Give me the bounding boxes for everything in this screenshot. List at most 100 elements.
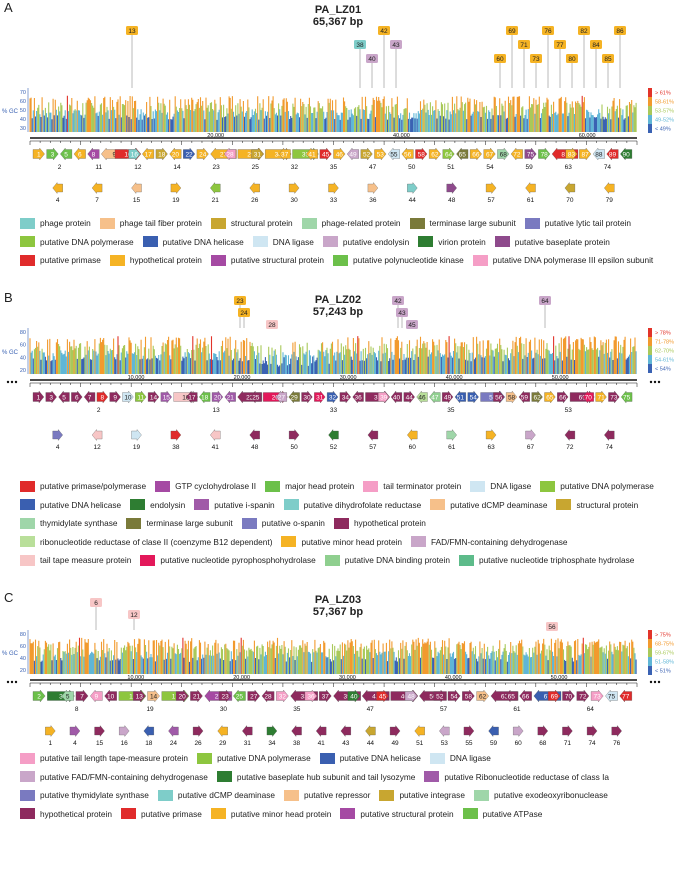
gene-number: 59 bbox=[490, 740, 498, 747]
callout-number: 77 bbox=[556, 42, 564, 49]
gene-number: 8 bbox=[75, 706, 79, 713]
gene-arrow bbox=[389, 725, 401, 737]
gene-number: 15 bbox=[163, 395, 171, 402]
legend-item: putative baseplate protein bbox=[494, 234, 610, 250]
gene-number: 5 bbox=[66, 694, 70, 701]
gene-arrow bbox=[608, 390, 620, 404]
gene-number: 75 bbox=[608, 694, 616, 701]
gene-number: 62 bbox=[479, 694, 487, 701]
gene-number: 26 bbox=[272, 395, 280, 402]
gene-arrow bbox=[199, 390, 211, 404]
gene-number: 4 bbox=[73, 740, 77, 747]
gene-arrow bbox=[251, 147, 264, 161]
gene-number: 52 bbox=[363, 152, 371, 159]
legend-swatch bbox=[155, 480, 171, 492]
gene-legend-b: putative primase/polymerase GTP cyclohydr… bbox=[20, 478, 670, 571]
gene-number: 35 bbox=[447, 407, 455, 414]
gene-number: 15 bbox=[96, 740, 104, 747]
legend-label: putative integrase bbox=[399, 790, 465, 800]
gene-number: 71 bbox=[597, 395, 605, 402]
gene-number: 61 bbox=[513, 706, 521, 713]
legend-label: putative primase/polymerase bbox=[40, 481, 147, 491]
gene-number: 22 bbox=[215, 694, 223, 701]
callout-number: 13 bbox=[128, 28, 136, 35]
gc-bar-set bbox=[31, 115, 629, 132]
gene-number: 29 bbox=[219, 740, 227, 747]
legend-label: GTP cyclohydrolase II bbox=[175, 481, 257, 491]
gc-bin-label: 58-61% bbox=[655, 100, 674, 106]
gene-arrow bbox=[61, 689, 74, 703]
gene-number: 48 bbox=[251, 444, 259, 451]
legend-item: putative structural protein bbox=[210, 252, 324, 268]
legend-item: putative primase bbox=[120, 806, 202, 822]
gene-arrow bbox=[314, 390, 326, 404]
gene-number: 14 bbox=[150, 395, 158, 402]
gene-number: 52 bbox=[330, 444, 338, 451]
gene-number: 30 bbox=[220, 706, 228, 713]
legend-item: tail tape measure protein bbox=[20, 552, 131, 568]
gene-number: 50 bbox=[290, 444, 298, 451]
gene-arrow bbox=[565, 147, 578, 161]
gene-arrow bbox=[192, 725, 204, 737]
callout-box bbox=[396, 308, 408, 317]
gene-arrow bbox=[196, 147, 209, 161]
legend-item: DNA ligase bbox=[429, 750, 491, 766]
legend-item: putative exodeoxyribonuclease bbox=[473, 787, 608, 803]
gene-number: 42 bbox=[372, 694, 380, 701]
gene-arrow bbox=[58, 390, 70, 404]
legend-swatch bbox=[20, 789, 35, 801]
gene-number: 27 bbox=[250, 694, 258, 701]
gene-arrow bbox=[531, 390, 543, 404]
gene-number: 53 bbox=[441, 740, 449, 747]
legend-item: phage-related protein bbox=[301, 215, 401, 231]
legend-label: putative DNA binding protein bbox=[344, 555, 450, 565]
gene-arrow bbox=[367, 429, 379, 441]
gene-arrow bbox=[604, 182, 615, 194]
legend-item: hypothetical protein bbox=[333, 515, 426, 531]
gene-number: 35 bbox=[330, 164, 338, 171]
gene-number: 39 bbox=[302, 152, 310, 159]
gene-number: 76 bbox=[613, 740, 621, 747]
gene-number: 87 bbox=[582, 152, 590, 159]
gene-arrow bbox=[524, 147, 537, 161]
legend-label: putative i-spanin bbox=[214, 499, 275, 510]
legend-label: putative baseplate protein bbox=[514, 236, 610, 247]
gene-arrow bbox=[462, 689, 475, 703]
gene-number: 12 bbox=[93, 444, 101, 451]
callout-box bbox=[506, 26, 518, 35]
gene-arrow bbox=[131, 182, 142, 194]
gene-arrow bbox=[404, 689, 418, 703]
gene-number: 3 bbox=[59, 694, 63, 701]
gene-arrow bbox=[69, 725, 81, 737]
gene-arrow bbox=[96, 390, 108, 404]
callout-box bbox=[590, 40, 602, 49]
gene-number: 17 bbox=[188, 395, 196, 402]
gene-arrow bbox=[217, 725, 228, 737]
gene-number: 75 bbox=[527, 152, 535, 159]
gene-number: 45 bbox=[322, 152, 330, 159]
circular-genome-dot bbox=[14, 380, 18, 384]
legend-item: putative DNA helicase bbox=[20, 497, 121, 513]
gene-arrow bbox=[278, 147, 291, 161]
gene-arrow bbox=[333, 147, 346, 161]
legend-label: putative o-spanin bbox=[261, 518, 325, 528]
gene-number: 73 bbox=[610, 395, 618, 402]
legend-label: tail terminator protein bbox=[383, 481, 462, 491]
gene-number: 50 bbox=[408, 164, 416, 171]
legend-swatch bbox=[494, 236, 510, 247]
legend-label: endolysin bbox=[150, 499, 186, 510]
coordinate-label: 30,000 bbox=[340, 375, 357, 381]
gene-arrow bbox=[518, 390, 530, 404]
legend-swatch bbox=[284, 789, 300, 801]
callout-number: 82 bbox=[580, 28, 588, 35]
gene-arrow bbox=[586, 725, 598, 737]
gene-arrow bbox=[147, 689, 160, 703]
gene-number: 66 bbox=[559, 395, 567, 402]
gene-number: 28 bbox=[264, 694, 272, 701]
gene-arrow bbox=[32, 390, 45, 404]
gene-arrow bbox=[407, 429, 418, 441]
